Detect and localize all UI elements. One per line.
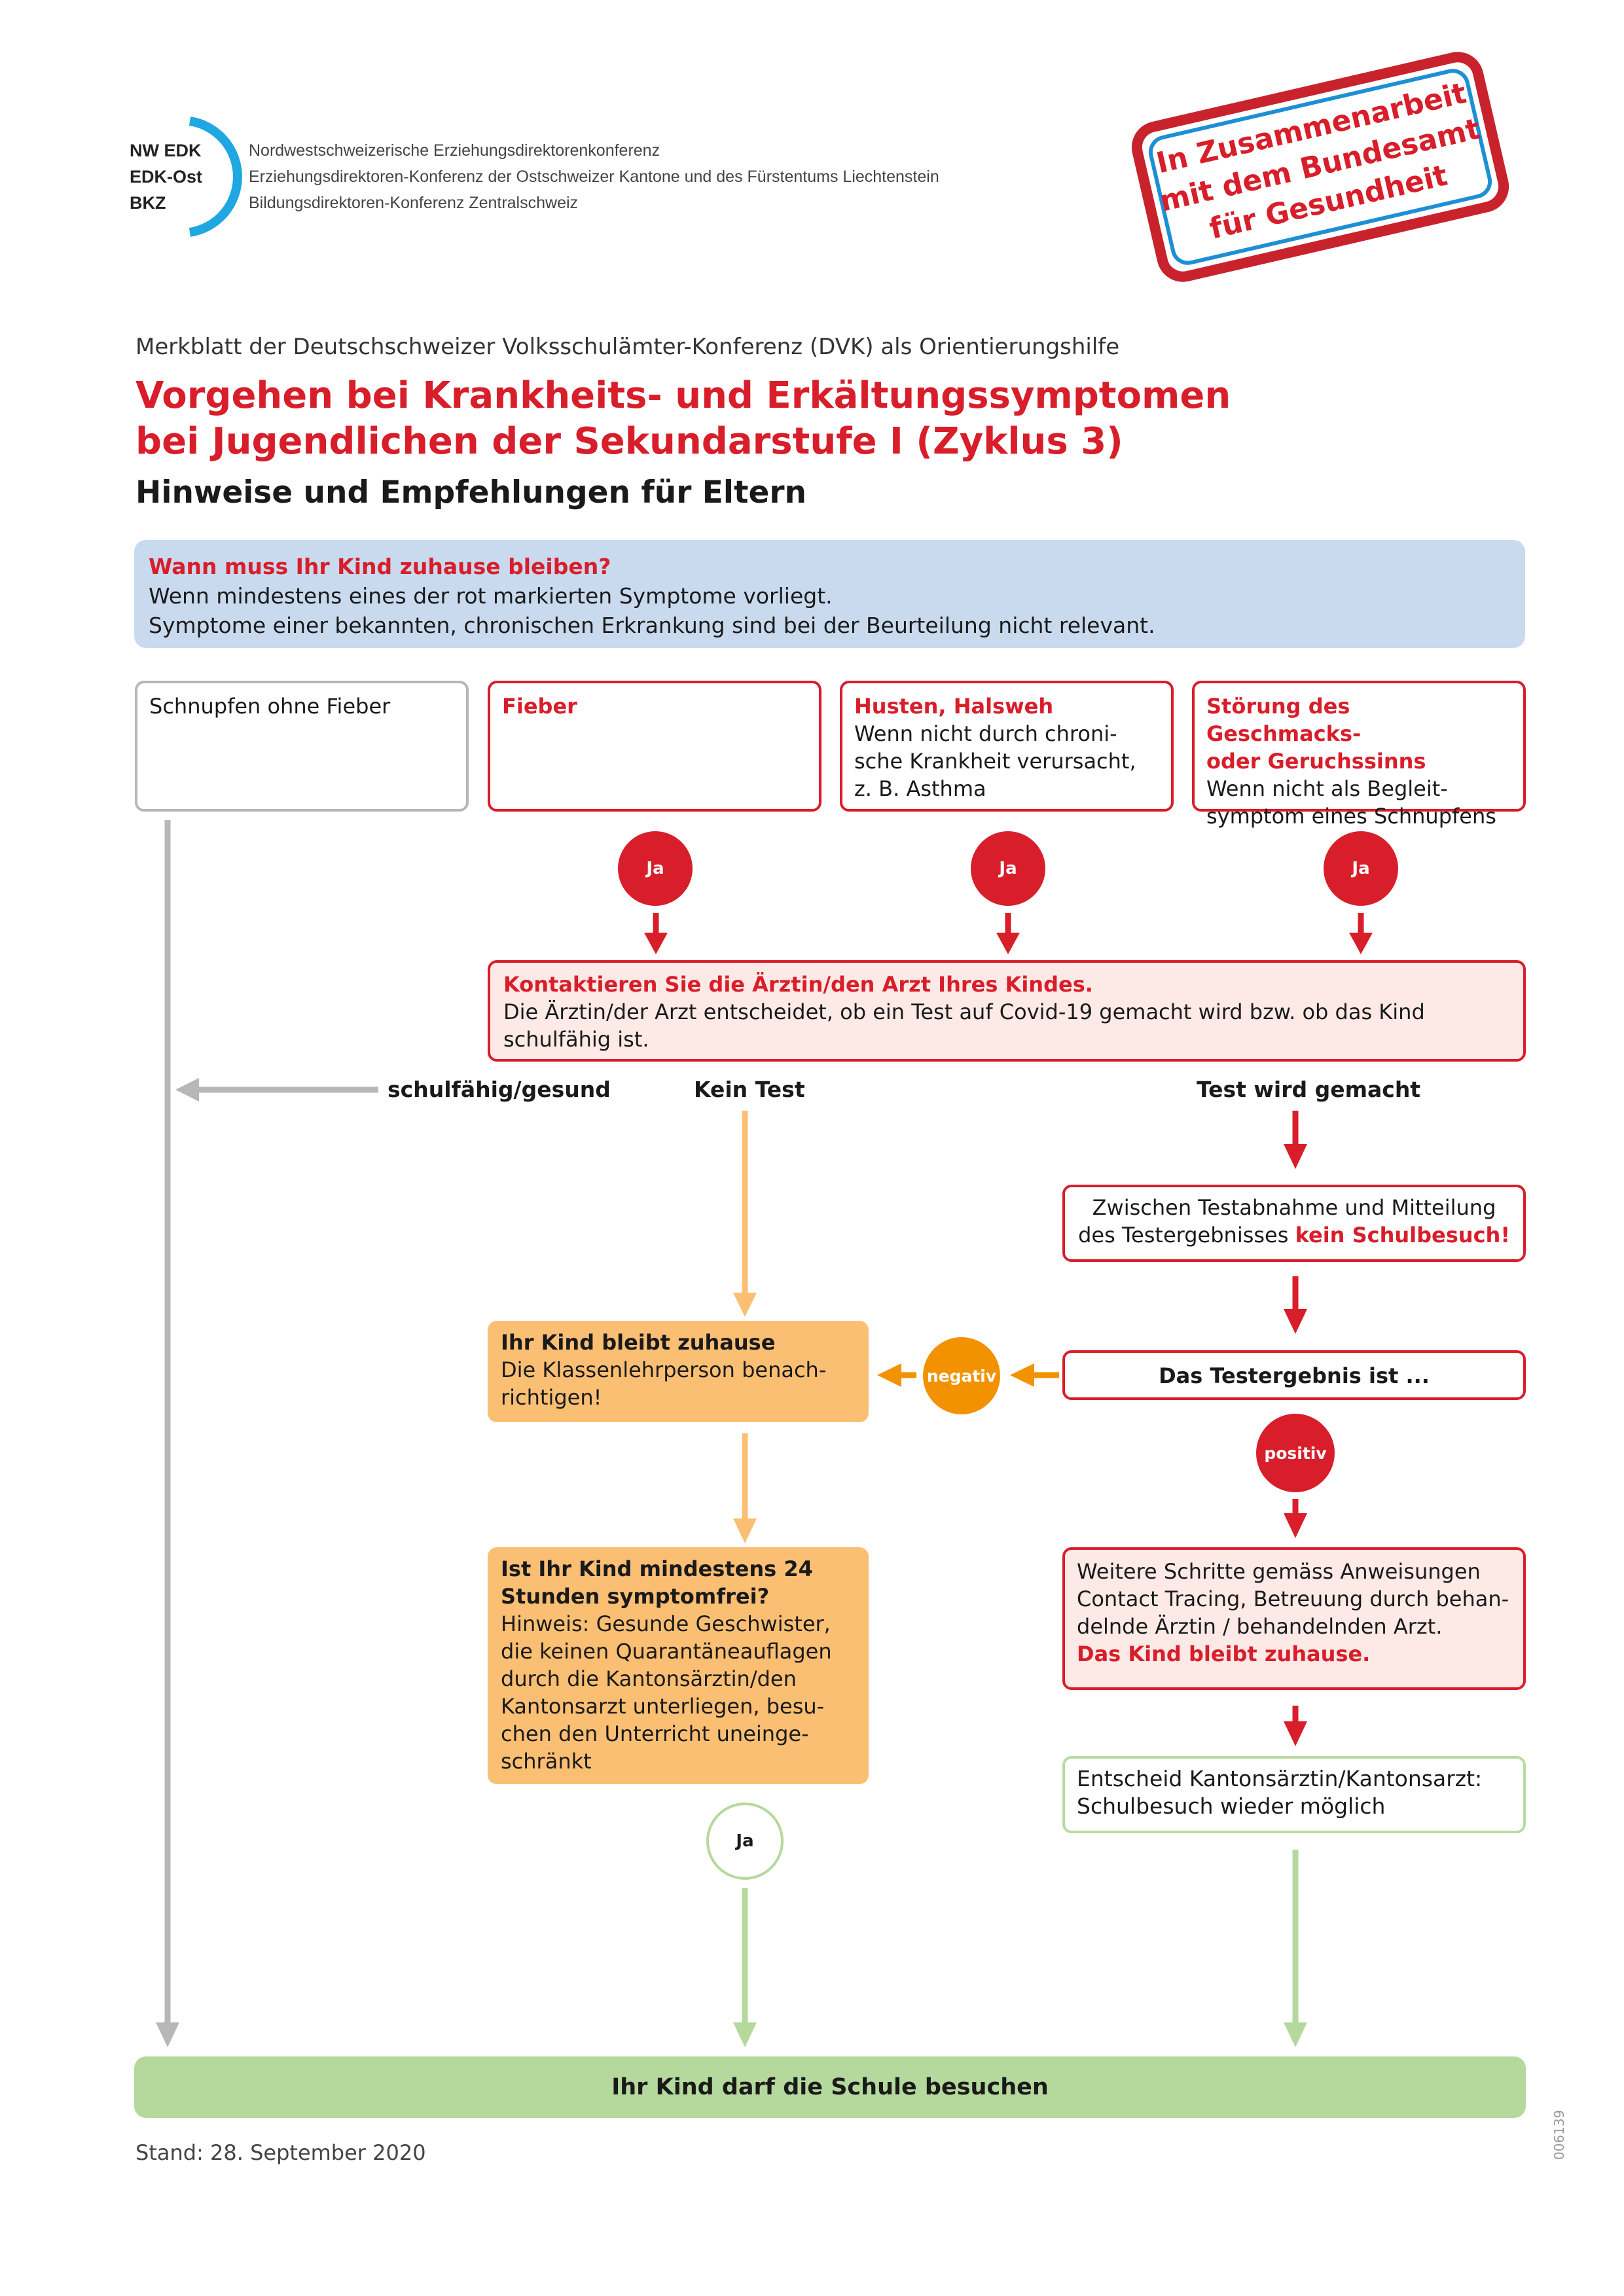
stay-home-box: Ihr Kind bleibt zuhause Die Klassenlehrp… <box>488 1321 869 1422</box>
test-result-label: Das Testergebnis ist ... <box>1159 1363 1430 1388</box>
org-1: Nordwestschweizerische Erziehungsdirekto… <box>249 141 660 160</box>
decision-line-1: Entscheid Kantonsärztin/Kantonsarzt: <box>1077 1766 1483 1791</box>
ja-circle-green: Ja <box>706 1803 784 1880</box>
org-3: Bildungsdirektoren-Konferenz Zentralschw… <box>249 194 579 212</box>
school-allowed-label: Ihr Kind darf die Schule besuchen <box>611 2074 1049 2100</box>
symptom-free-line-5: chen den Unterricht uneinge- <box>501 1721 809 1746</box>
info-title: Wann muss Ihr Kind zuhause bleiben? <box>149 554 611 579</box>
symptom-free-line-6: schränkt <box>501 1749 592 1774</box>
symptom-cold-title: Schnupfen ohne Fieber <box>149 694 391 719</box>
decision-line-2: Schulbesuch wieder möglich <box>1077 1793 1386 1819</box>
symptom-free-title-2: Stunden symptomfrei? <box>501 1584 770 1609</box>
symptom-cough-title: Husten, Halsweh <box>854 694 1054 719</box>
orange-arrows-no-test <box>733 1111 757 1543</box>
org-list: Nordwestschweizerische Erziehungsdirekto… <box>249 137 939 216</box>
logo-line-2: EDK-Ost <box>130 167 203 187</box>
ja-circle-cough: Ja <box>971 831 1045 906</box>
branch-no-test: Kein Test <box>694 1077 805 1102</box>
next-line-2: Contact Tracing, Betreuung durch behan- <box>1077 1587 1509 1611</box>
stay-home-line-2: richtigen! <box>501 1385 602 1410</box>
page-title-line-2: bei Jugendlichen der Sekundarstufe I (Zy… <box>135 420 1123 463</box>
page-heading: Hinweise und Empfehlungen für Eltern <box>135 475 806 511</box>
school-allowed-bar: Ihr Kind darf die Schule besuchen <box>134 2056 1526 2118</box>
contact-doctor-box: Kontaktieren Sie die Ärztin/den Arzt Ihr… <box>488 960 1526 1062</box>
red-arrows-ja <box>644 913 1373 954</box>
contact-title: Kontaktieren Sie die Ärztin/den Arzt Ihr… <box>503 972 1093 997</box>
info-box: Wann muss Ihr Kind zuhause bleiben? Wenn… <box>134 540 1525 648</box>
green-arrows <box>733 1850 1307 2047</box>
logo-arc <box>189 117 242 237</box>
negativ-circle: negativ <box>923 1337 1000 1414</box>
symptom-fever-title: Fieber <box>502 694 577 719</box>
symptom-taste-title-1: Störung des Geschmacks- <box>1206 694 1362 746</box>
logo: NW EDK EDK-Ost BKZ <box>130 137 202 216</box>
symptom-free-line-1: Hinweis: Gesunde Geschwister, <box>501 1611 831 1636</box>
info-line-2: Symptome einer bekannten, chronischen Er… <box>149 613 1155 638</box>
symptom-free-box: Ist Ihr Kind mindestens 24 Stunden sympt… <box>488 1547 869 1784</box>
page-title: Vorgehen bei Krankheits- und Erkältungss… <box>135 373 1231 465</box>
between-line-2b: kein Schulbesuch! <box>1295 1223 1510 1247</box>
decision-box: Entscheid Kantonsärztin/Kantonsarzt: Sch… <box>1062 1756 1526 1833</box>
symptom-cough-line-1: Wenn nicht durch chroni- <box>854 721 1117 746</box>
ja-circle-fever: Ja <box>618 831 693 906</box>
symptom-box-cold: Schnupfen ohne Fieber <box>135 681 469 812</box>
header-subtitle: Merkblatt der Deutschschweizer Volksschu… <box>135 334 1120 360</box>
contact-line-1: Die Ärztin/der Arzt entscheidet, ob ein … <box>503 999 1425 1024</box>
next-steps-box: Weitere Schritte gemäss Anweisungen Cont… <box>1062 1547 1526 1690</box>
symptom-cough-line-2: sche Krankheit verursacht, <box>854 749 1136 774</box>
symptom-free-line-3: durch die Kantonsärztin/den <box>501 1666 797 1691</box>
red-arrows-test-branch <box>1284 1111 1307 1746</box>
logo-line-1: NW EDK <box>130 141 202 160</box>
symptom-taste-line-1: Wenn nicht als Begleit- <box>1206 776 1448 801</box>
symptom-box-taste: Störung des Geschmacks- oder Geruchssinn… <box>1192 681 1526 829</box>
grey-arrowhead-down <box>156 2022 179 2047</box>
next-line-1: Weitere Schritte gemäss Anweisungen <box>1077 1559 1481 1584</box>
between-line-2a: des Testergebnisses <box>1078 1223 1295 1247</box>
branch-healthy: schulfähig/gesund <box>388 1077 611 1102</box>
footer-code: 006139 <box>1551 2109 1567 2160</box>
branch-test: Test wird gemacht <box>1197 1077 1421 1102</box>
symptom-taste-title-2: oder Geruchssinns <box>1206 749 1426 774</box>
org-2: Erziehungsdirektoren-Konferenz der Ostsc… <box>249 168 939 186</box>
symptom-free-title-1: Ist Ihr Kind mindestens 24 <box>501 1556 813 1581</box>
logo-line-3: BKZ <box>130 193 166 213</box>
next-line-3: delnde Ärztin / behandelnden Arzt. <box>1077 1614 1443 1639</box>
between-test-box: Zwischen Testabnahme und Mitteilung des … <box>1062 1185 1526 1262</box>
test-result-box: Das Testergebnis ist ... <box>1062 1350 1526 1400</box>
page-title-line-1: Vorgehen bei Krankheits- und Erkältungss… <box>135 374 1231 417</box>
symptom-free-line-4: Kantonsarzt unterliegen, besu- <box>501 1694 825 1719</box>
contact-line-2: schulfähig ist. <box>503 1027 649 1052</box>
stay-home-line-1: Die Klassenlehrperson benach- <box>501 1357 827 1382</box>
footer-date: Stand: 28. September 2020 <box>135 2140 426 2165</box>
between-line-1: Zwischen Testabnahme und Mitteilung <box>1092 1195 1496 1220</box>
orange-arrows-negativ <box>877 1363 1059 1387</box>
ja-circle-taste: Ja <box>1324 831 1398 906</box>
stay-home-title: Ihr Kind bleibt zuhause <box>501 1330 776 1355</box>
symptom-free-line-2: die keinen Quarantäneauflagen <box>501 1639 832 1664</box>
symptom-taste-line-2: symptom eines Schnupfens <box>1206 804 1496 829</box>
symptom-box-cough: Husten, Halsweh Wenn nicht durch chroni-… <box>840 681 1174 812</box>
info-line-1: Wenn mindestens eines der rot markierten… <box>149 583 833 609</box>
positiv-circle: positiv <box>1256 1414 1335 1492</box>
next-line-4: Das Kind bleibt zuhause. <box>1077 1641 1371 1666</box>
symptom-box-fever: Fieber <box>488 681 821 812</box>
symptom-cough-line-3: z. B. Asthma <box>854 776 986 801</box>
